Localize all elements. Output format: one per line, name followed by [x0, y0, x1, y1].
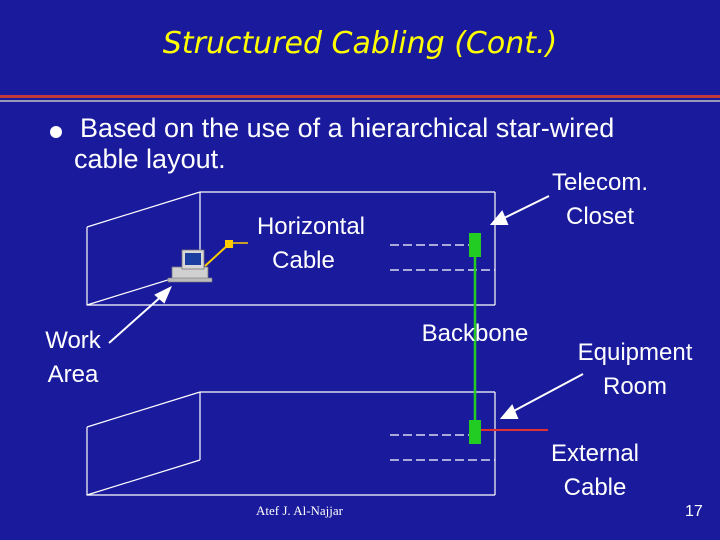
work-area-arrowhead [154, 285, 172, 304]
title-underline-gray [0, 100, 720, 102]
telecom-closet-rack [469, 233, 481, 257]
lower-floor-dashes [390, 434, 495, 461]
upper-floor-box [86, 191, 496, 306]
lower-floor-box [86, 391, 496, 496]
equipment-room-label: Equipment Room [577, 339, 693, 400]
arrows [108, 195, 584, 419]
horizontal-cable-connector [225, 240, 233, 248]
title-underline-red [0, 95, 720, 98]
page-number: 17 [685, 503, 703, 520]
horizontal-cable-label: Horizontal Cable [256, 213, 366, 274]
slide-title: Structured Cabling (Cont.) [162, 26, 558, 61]
equipment-room-rack [469, 420, 481, 444]
telecom-closet-label: Telecom. Closet [551, 169, 649, 230]
bullet-text: Based on the use of a hierarchical star-… [74, 113, 615, 174]
equipment-room-arrowhead [499, 404, 519, 419]
external-cable-label: External Cable [550, 440, 640, 501]
telecom-arrowhead [489, 210, 509, 225]
work-area-label: Work Area [45, 327, 101, 388]
footer-author: Atef J. Al-Najjar [256, 503, 344, 518]
backbone-label: Backbone [421, 320, 529, 347]
computer-workstation-icon [167, 249, 213, 283]
upper-floor-dashes [390, 244, 495, 271]
bullet-icon [50, 126, 62, 138]
